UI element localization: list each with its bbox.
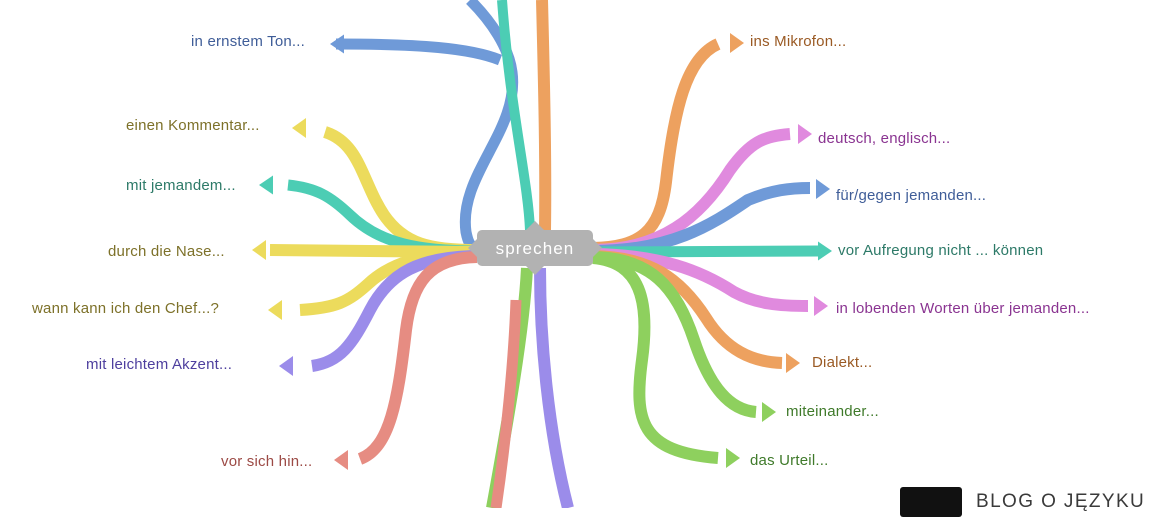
branch-arrow-einen-kommentar bbox=[292, 118, 306, 138]
branch-arrow-fuer-gegen-jemanden bbox=[816, 179, 830, 199]
branch-label-in-lobenden-worten[interactable]: in lobenden Worten über jemanden... bbox=[836, 300, 1090, 317]
watermark-logo-icon bbox=[900, 487, 962, 517]
branch-label-einen-kommentar[interactable]: einen Kommentar... bbox=[126, 117, 260, 134]
branch-arrow-ins-mikrofon bbox=[730, 33, 744, 53]
branch-arrow-das-urteil bbox=[726, 448, 740, 468]
branch-arrow-durch-die-nase bbox=[252, 240, 266, 260]
branch-line-tail-in-ernstem-ton[interactable] bbox=[335, 38, 503, 66]
branch-label-vor-sich-hin[interactable]: vor sich hin... bbox=[221, 453, 313, 470]
branch-line-ins-mikrofon[interactable] bbox=[592, 38, 721, 254]
central-node-notch-top bbox=[526, 221, 544, 230]
branch-arrow-miteinander bbox=[762, 402, 776, 422]
branch-line-mit-leichtem-akzent[interactable] bbox=[310, 250, 478, 372]
branch-label-das-urteil[interactable]: das Urteil... bbox=[750, 452, 829, 469]
branch-arrow-mit-jemandem bbox=[259, 175, 273, 195]
branch-label-durch-die-nase[interactable]: durch die Nase... bbox=[108, 243, 225, 260]
branch-line-top-orange-offscreen[interactable] bbox=[536, 0, 552, 231]
branch-line-einen-kommentar[interactable] bbox=[322, 126, 478, 256]
branch-line-das-urteil[interactable] bbox=[592, 252, 719, 464]
watermark: BLOG O JĘZYKU bbox=[900, 487, 1145, 517]
branch-arrow-vor-sich-hin bbox=[334, 450, 348, 470]
branch-label-ins-mikrofon[interactable]: ins Mikrofon... bbox=[750, 33, 847, 50]
branch-label-in-ernstem-ton[interactable]: in ernstem Ton... bbox=[191, 33, 306, 50]
central-node-notch-bottom bbox=[526, 266, 544, 275]
branch-arrow-mit-leichtem-akzent bbox=[279, 356, 293, 376]
branch-line-vor-sich-hin[interactable] bbox=[357, 251, 478, 465]
central-node-notch-left bbox=[468, 239, 477, 257]
branch-line-bottom-purple-offscreen[interactable] bbox=[534, 267, 574, 508]
branch-label-wann-kann-ich-den-chef[interactable]: wann kann ich den Chef...? bbox=[32, 300, 219, 317]
branch-label-deutsch-englisch[interactable]: deutsch, englisch... bbox=[818, 130, 951, 147]
branch-arrow-deutsch-englisch bbox=[798, 124, 812, 144]
branch-label-mit-leichtem-akzent[interactable]: mit leichtem Akzent... bbox=[86, 356, 233, 373]
branch-arrows-group bbox=[252, 33, 832, 470]
branch-label-fuer-gegen-jemanden[interactable]: für/gegen jemanden... bbox=[836, 187, 987, 204]
branch-label-dialekt[interactable]: Dialekt... bbox=[812, 354, 873, 371]
branch-paths-group bbox=[269, 0, 819, 508]
branch-arrow-dialekt bbox=[786, 353, 800, 373]
central-node-label: sprechen bbox=[495, 238, 575, 258]
branch-line-bottom-salmon-offscreen[interactable] bbox=[490, 299, 522, 508]
branch-arrow-wann-kann-ich-den-chef bbox=[268, 300, 282, 320]
branch-label-vor-aufregung-nicht-koennen[interactable]: vor Aufregung nicht ... können bbox=[838, 242, 1044, 259]
branch-arrow-in-lobenden-worten bbox=[814, 296, 828, 316]
branch-arrow-in-ernstem-ton bbox=[330, 34, 344, 54]
branch-line-miteinander[interactable] bbox=[592, 251, 757, 418]
central-node[interactable]: sprechen bbox=[468, 221, 602, 275]
branch-line-top-teal-offscreen[interactable] bbox=[497, 0, 535, 231]
central-node-notch-right bbox=[593, 239, 602, 257]
branch-label-mit-jemandem[interactable]: mit jemandem... bbox=[126, 177, 236, 194]
watermark-label: BLOG O JĘZYKU bbox=[976, 491, 1146, 512]
branch-label-miteinander[interactable]: miteinander... bbox=[786, 403, 879, 420]
branch-arrow-vor-aufregung-nicht-koennen bbox=[818, 241, 832, 261]
